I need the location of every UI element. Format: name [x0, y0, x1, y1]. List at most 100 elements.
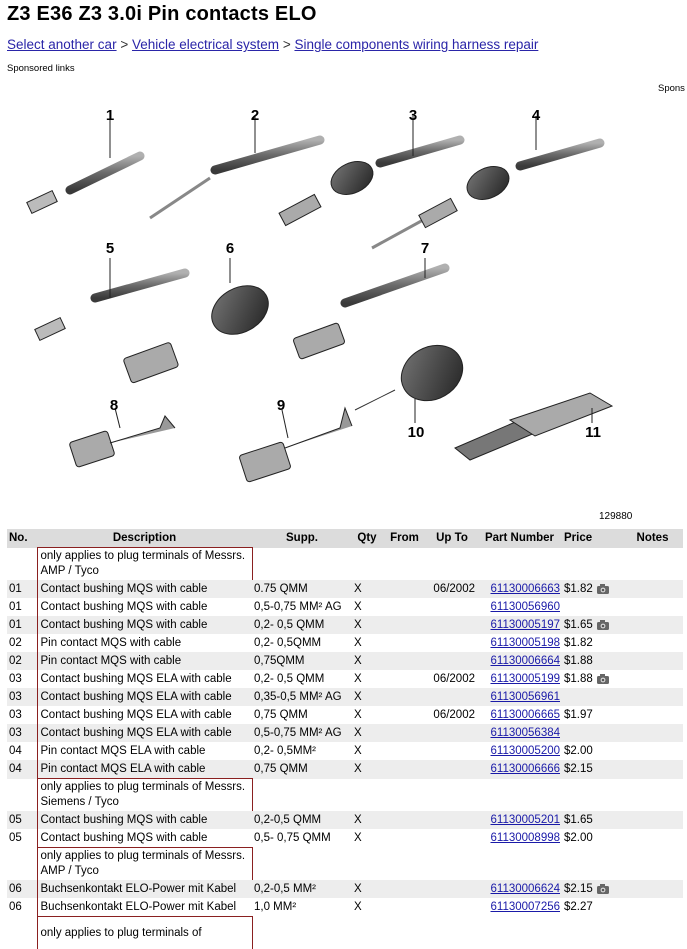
cell-qty: X — [352, 811, 382, 829]
part-number-link[interactable]: 61130056960 — [491, 601, 561, 613]
cell-description: Pin contact MQS with cable — [37, 652, 252, 670]
cell-no: 05 — [7, 829, 37, 848]
cell-upto — [427, 811, 477, 829]
cell-supp: 0,5- 0,75 QMM — [252, 829, 352, 848]
header-upto[interactable]: Up To — [427, 529, 477, 548]
cell-supp: 0,75 QMM — [252, 760, 352, 779]
diagram-label: 1 — [106, 107, 114, 124]
cell-description: Contact bushing MQS with cable — [37, 580, 252, 598]
parts-table: No. Description Supp. Qty From Up To Par… — [7, 529, 683, 949]
cell-notes — [622, 670, 683, 688]
cell-price: $2.27 — [564, 901, 593, 913]
cell-empty — [7, 917, 37, 949]
part-number-link[interactable]: 61130056384 — [491, 727, 561, 739]
header-notes[interactable]: Notes — [622, 529, 683, 548]
table-note-row: only applies to plug terminals of Messrs… — [7, 548, 683, 581]
cell-description: Contact bushing MQS with cable — [37, 829, 252, 848]
cell-empty — [252, 779, 683, 812]
cell-qty: X — [352, 598, 382, 616]
cell-from — [382, 652, 427, 670]
breadcrumb-separator: > — [120, 37, 128, 52]
breadcrumb-link-select-car[interactable]: Select another car — [7, 37, 117, 52]
cell-qty: X — [352, 760, 382, 779]
cell-description: Pin contact MQS ELA with cable — [37, 742, 252, 760]
cell-qty: X — [352, 670, 382, 688]
part-number-link[interactable]: 61130007256 — [491, 901, 561, 913]
part-number-link[interactable]: 61130005198 — [491, 637, 561, 649]
part-number-link[interactable]: 61130005200 — [491, 745, 561, 757]
part-number-link[interactable]: 61130006666 — [491, 763, 561, 775]
cell-no: 02 — [7, 634, 37, 652]
header-supp[interactable]: Supp. — [252, 529, 352, 548]
cell-empty — [252, 848, 683, 881]
cell-no: 01 — [7, 598, 37, 616]
cell-description: Pin contact MQS with cable — [37, 634, 252, 652]
camera-icon[interactable] — [596, 884, 610, 894]
part-number-link[interactable]: 61130006663 — [491, 583, 561, 595]
table-note-row: only applies to plug terminals of Messrs… — [7, 848, 683, 881]
cell-from — [382, 706, 427, 724]
cell-upto — [427, 898, 477, 917]
breadcrumb-separator: > — [283, 37, 291, 52]
header-from[interactable]: From — [382, 529, 427, 548]
camera-icon[interactable] — [596, 620, 610, 630]
cell-supp: 0,2- 0,5QMM — [252, 634, 352, 652]
camera-icon[interactable] — [596, 584, 610, 594]
cell-supp: 0,5-0,75 MM² AG — [252, 598, 352, 616]
cell-empty — [7, 779, 37, 812]
cell-no: 01 — [7, 580, 37, 598]
cell-price: $2.15 — [564, 883, 593, 895]
part-number-link[interactable]: 61130006665 — [491, 709, 561, 721]
cell-empty — [252, 548, 683, 581]
cell-upto — [427, 688, 477, 706]
cell-upto — [427, 742, 477, 760]
cell-notes — [622, 811, 683, 829]
cell-upto — [427, 880, 477, 898]
cell-from — [382, 811, 427, 829]
cell-description: Buchsenkontakt ELO-Power mit Kabel — [37, 898, 252, 917]
part-1-drawing — [27, 116, 140, 213]
cell-no: 03 — [7, 670, 37, 688]
breadcrumb: Select another car > Vehicle electrical … — [7, 37, 538, 52]
cell-upto — [427, 616, 477, 634]
cell-qty: X — [352, 724, 382, 742]
header-price[interactable]: Price — [562, 529, 622, 548]
part-5-drawing — [35, 258, 185, 340]
part-number-link[interactable]: 61130005199 — [491, 673, 561, 685]
breadcrumb-link-wiring-repair[interactable]: Single components wiring harness repair — [294, 37, 538, 52]
cell-supp: 0,5-0,75 MM² AG — [252, 724, 352, 742]
part-number-link[interactable]: 61130005197 — [491, 619, 561, 631]
part-7-drawing — [293, 258, 445, 360]
cell-qty: X — [352, 634, 382, 652]
part-number-link[interactable]: 61130008998 — [491, 832, 561, 844]
cell-upto — [427, 829, 477, 848]
cell-no: 01 — [7, 616, 37, 634]
part-number-link[interactable]: 61130056961 — [491, 691, 561, 703]
parts-diagram: 1 2 3 4 5 6 7 8 9 10 11 — [0, 98, 687, 528]
header-part-number[interactable]: Part Number — [477, 529, 562, 548]
part-number-link[interactable]: 61130006664 — [491, 655, 561, 667]
cell-notes — [622, 829, 683, 848]
cell-supp: 0,2- 0,5 QMM — [252, 616, 352, 634]
part-number-link[interactable]: 61130006624 — [491, 883, 561, 895]
part-number-link[interactable]: 61130005201 — [491, 814, 561, 826]
cell-from — [382, 580, 427, 598]
cell-description: Buchsenkontakt ELO-Power mit Kabel — [37, 880, 252, 898]
cell-price: $2.15 — [564, 763, 593, 775]
header-no[interactable]: No. — [7, 529, 37, 548]
cell-from — [382, 670, 427, 688]
cell-qty: X — [352, 580, 382, 598]
breadcrumb-link-vehicle-electrical[interactable]: Vehicle electrical system — [132, 37, 279, 52]
cell-notes — [622, 706, 683, 724]
header-qty[interactable]: Qty — [352, 529, 382, 548]
cell-upto — [427, 634, 477, 652]
cell-empty — [252, 917, 683, 949]
cell-no: 03 — [7, 724, 37, 742]
camera-icon[interactable] — [596, 674, 610, 684]
header-description[interactable]: Description — [37, 529, 252, 548]
